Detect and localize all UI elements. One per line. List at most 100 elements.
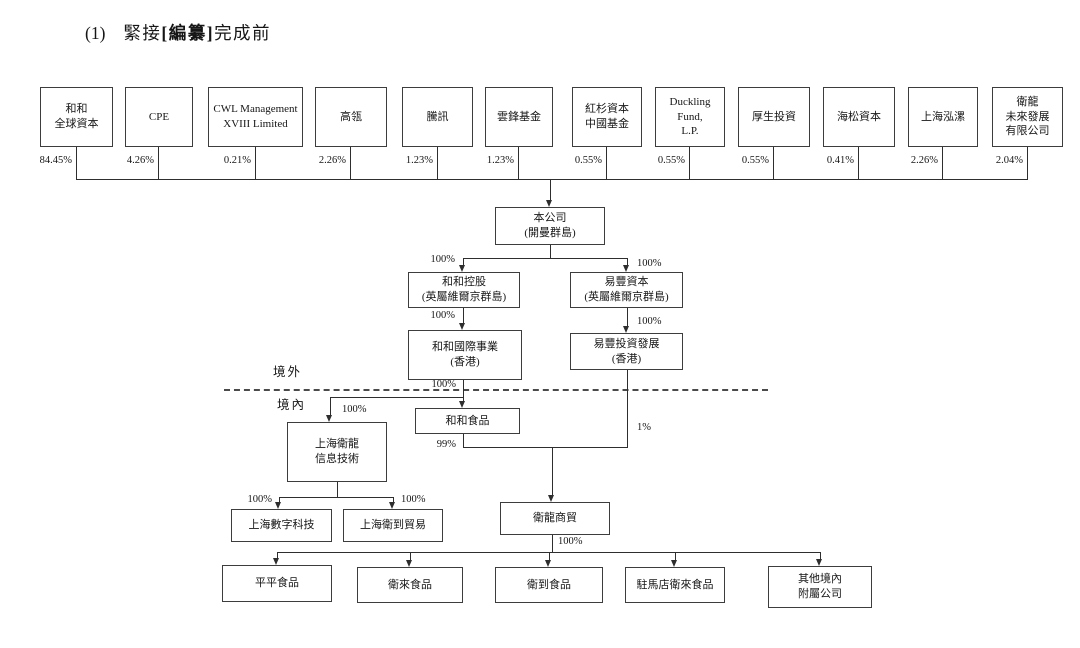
connector-line (279, 497, 280, 502)
connector-line (410, 552, 411, 560)
border-dashed-line (224, 389, 768, 391)
edge-pct: 1% (637, 422, 651, 433)
section-index: (1) (85, 23, 106, 43)
arrowhead-icon (273, 558, 279, 565)
shareholder-pct-shanghai-hongluo: 2.26% (910, 155, 938, 166)
shareholder-pct-yunfeng-fund: 1.23% (486, 155, 514, 166)
connector-line (463, 447, 628, 448)
connector-line (76, 147, 77, 179)
connector-line (627, 258, 628, 266)
shareholder-box-cwl-management: CWL Management XVIII Limited (208, 87, 303, 147)
shareholder-pct-cwl-management: 0.21% (223, 155, 251, 166)
edge-pct: 100% (342, 404, 367, 415)
arrowhead-icon (623, 326, 629, 333)
edge-pct: 100% (637, 258, 662, 269)
title-redaction: [編纂] (161, 23, 215, 43)
shareholder-box-duckling-fund: Duckling Fund, L.P. (655, 87, 725, 147)
node-hehe-food: 和和食品 (415, 408, 520, 434)
label-onshore: 境內 (277, 398, 307, 412)
shareholder-box-cpe: CPE (125, 87, 193, 147)
shareholder-pct-cpe: 4.26% (126, 155, 154, 166)
connector-line (463, 258, 628, 259)
arrowhead-icon (546, 200, 552, 207)
arrowhead-icon (548, 495, 554, 502)
arrowhead-icon (816, 559, 822, 566)
connector-line (350, 147, 351, 179)
title-pre: 緊接 (123, 23, 162, 43)
shareholder-box-weilong-future: 衛龍 未來發展 有限公司 (992, 87, 1063, 147)
connector-line (463, 434, 464, 447)
arrowhead-icon (671, 560, 677, 567)
node-weidao-food: 衛到食品 (495, 567, 603, 603)
shareholder-box-tencent: 騰訊 (402, 87, 473, 147)
shareholder-pct-duckling-fund: 0.55% (657, 155, 685, 166)
edge-pct: 100% (430, 254, 456, 265)
arrowhead-icon (459, 323, 465, 330)
connector-line (627, 370, 628, 447)
connector-line (858, 147, 859, 179)
connector-line (773, 147, 774, 179)
shareholder-pct-hillhouse: 2.26% (318, 155, 346, 166)
edge-pct: 100% (247, 494, 273, 505)
shareholder-box-housheng-invest: 厚生投資 (738, 87, 810, 147)
shareholder-pct-sequoia-china: 0.55% (574, 155, 602, 166)
shareholder-box-hillhouse: 高瓴 (315, 87, 387, 147)
node-hehe-holding: 和和控股 (英屬維爾京群島) (408, 272, 520, 308)
shareholder-pct-haisong-capital: 0.41% (826, 155, 854, 166)
shareholder-box-hehe-global-capital: 和和 全球資本 (40, 87, 113, 147)
section-title: (1) 緊接[編纂]完成前 (85, 20, 271, 45)
connector-line (463, 380, 464, 401)
arrowhead-icon (406, 560, 412, 567)
shareholder-pct-housheng-invest: 0.55% (741, 155, 769, 166)
arrowhead-icon (545, 560, 551, 567)
connector-line (942, 147, 943, 179)
arrowhead-icon (275, 502, 281, 509)
connector-line (255, 147, 256, 179)
connector-line (550, 245, 551, 258)
connector-line (277, 552, 278, 558)
connector-rail (76, 179, 1028, 180)
arrowhead-icon (459, 401, 465, 408)
connector-line (820, 552, 821, 559)
node-shanghai-digital: 上海數字科技 (231, 509, 332, 542)
title-post: 完成前 (214, 23, 272, 43)
shareholder-box-yunfeng-fund: 雲鋒基金 (485, 87, 553, 147)
connector-line (463, 308, 464, 323)
connector-line (1027, 147, 1028, 179)
connector-line (552, 535, 553, 552)
arrowhead-icon (459, 265, 465, 272)
connector-line (675, 552, 676, 560)
connector-line (158, 147, 159, 179)
edge-pct: 100% (637, 316, 662, 327)
shareholder-box-shanghai-hongluo: 上海泓漯 (908, 87, 978, 147)
edge-pct: 100% (431, 379, 457, 390)
arrowhead-icon (326, 415, 332, 422)
connector-line (606, 147, 607, 179)
node-hehe-intl: 和和國際事業 (香港) (408, 330, 522, 380)
edge-pct: 100% (430, 310, 456, 321)
connector-line (393, 497, 394, 502)
connector-line (549, 552, 550, 560)
node-weilong-trading: 衛龍商貿 (500, 502, 610, 535)
connector-line (330, 397, 464, 398)
shareholder-box-sequoia-china: 紅杉資本 中國基金 (572, 87, 642, 147)
node-pingping-food: 平平食品 (222, 565, 332, 602)
node-yifeng-capital: 易豐資本 (英屬維爾京群島) (570, 272, 683, 308)
connector-rail (277, 552, 820, 553)
edge-pct: 100% (558, 536, 583, 547)
node-company: 本公司 (開曼群島) (495, 207, 605, 245)
node-shanghai-weilong-it: 上海衛龍 信息技術 (287, 422, 387, 482)
arrowhead-icon (389, 502, 395, 509)
connector-line (518, 147, 519, 179)
connector-line (463, 258, 464, 266)
shareholder-pct-hehe-global-capital: 84.45% (39, 155, 72, 166)
connector-line (689, 147, 690, 179)
shareholder-box-haisong-capital: 海松資本 (823, 87, 895, 147)
connector-line (279, 497, 394, 498)
edge-pct: 99% (436, 439, 456, 450)
arrowhead-icon (623, 265, 629, 272)
shareholder-pct-weilong-future: 2.04% (995, 155, 1023, 166)
shareholder-pct-tencent: 1.23% (405, 155, 433, 166)
connector-line (437, 147, 438, 179)
